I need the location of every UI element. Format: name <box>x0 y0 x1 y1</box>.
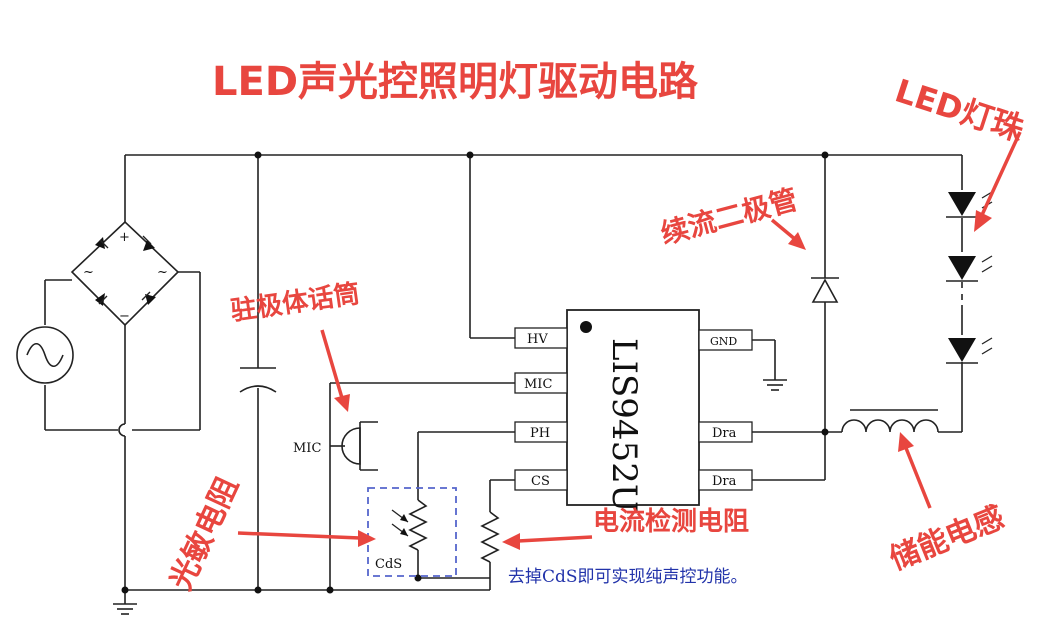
inductor-icon <box>841 409 939 433</box>
svg-text:+: + <box>119 230 130 245</box>
driver-chip: LIS9452U HV MIC PH CS GND Dra Dra <box>514 309 753 512</box>
ac-source-icon <box>16 326 74 384</box>
freewheel-diode-icon <box>811 277 839 303</box>
arrow-freewheel-diode <box>770 218 806 250</box>
arrow-led-beads <box>974 131 1022 232</box>
pin-gnd: GND <box>710 335 737 348</box>
callout-inductor: 储能电感 <box>885 500 1009 577</box>
pin-cs: CS <box>531 474 550 489</box>
cds-label: CdS <box>375 557 402 572</box>
callout-current-sense: 电流检测电阻 <box>593 506 749 537</box>
pin-dra-1: Dra <box>712 426 737 441</box>
arrow-current-sense <box>502 533 593 550</box>
svg-text:~: ~ <box>83 265 94 280</box>
chip-name: LIS9452U <box>604 338 644 512</box>
led-string-icon <box>946 191 993 364</box>
pin-mic: MIC <box>524 377 552 392</box>
arrow-inductor <box>898 432 932 509</box>
pin-hv: HV <box>527 332 548 347</box>
callout-electret-mic: 驻极体话筒 <box>229 278 362 327</box>
mic-label: MIC <box>293 441 321 456</box>
svg-text:~: ~ <box>157 265 168 280</box>
sense-resistor-icon <box>480 511 500 563</box>
photoresistor-icon: CdS <box>367 487 457 577</box>
microphone-icon: MIC <box>293 421 378 471</box>
junctions <box>121 151 829 594</box>
bridge-rectifier-icon: + − ~ ~ <box>70 220 180 327</box>
callout-photoresistor: 光敏电阻 <box>164 472 246 596</box>
callout-led-beads: LED灯珠 <box>891 71 1030 148</box>
note-text: 去掉CdS即可实现纯声控功能。 <box>508 567 748 587</box>
pin-ph: PH <box>530 426 550 441</box>
arrow-photoresistor <box>237 530 376 547</box>
pin-dra-2: Dra <box>712 474 737 489</box>
diagram-title: LED声光控照明灯驱动电路 <box>212 59 699 105</box>
arrow-electret-mic <box>320 329 350 412</box>
callout-freewheel-diode: 续流二极管 <box>657 183 801 251</box>
capacitor-icon <box>239 367 277 393</box>
wires <box>44 154 963 615</box>
svg-text:−: − <box>119 309 130 324</box>
